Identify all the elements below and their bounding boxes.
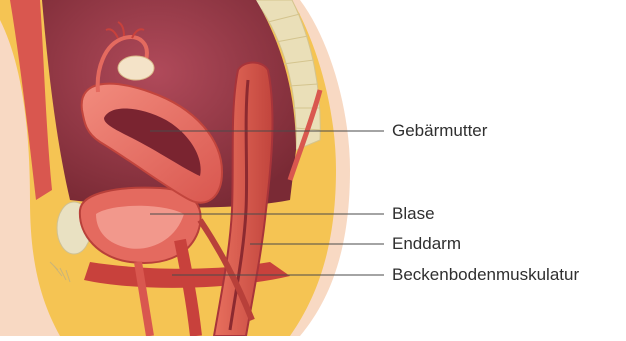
ovary [118,56,154,80]
label-bladder: Blase [392,204,435,224]
label-uterus: Gebärmutter [392,121,487,141]
label-rectum: Enddarm [392,234,461,254]
label-pelvic-floor: Beckenbodenmuskulatur [392,265,579,285]
